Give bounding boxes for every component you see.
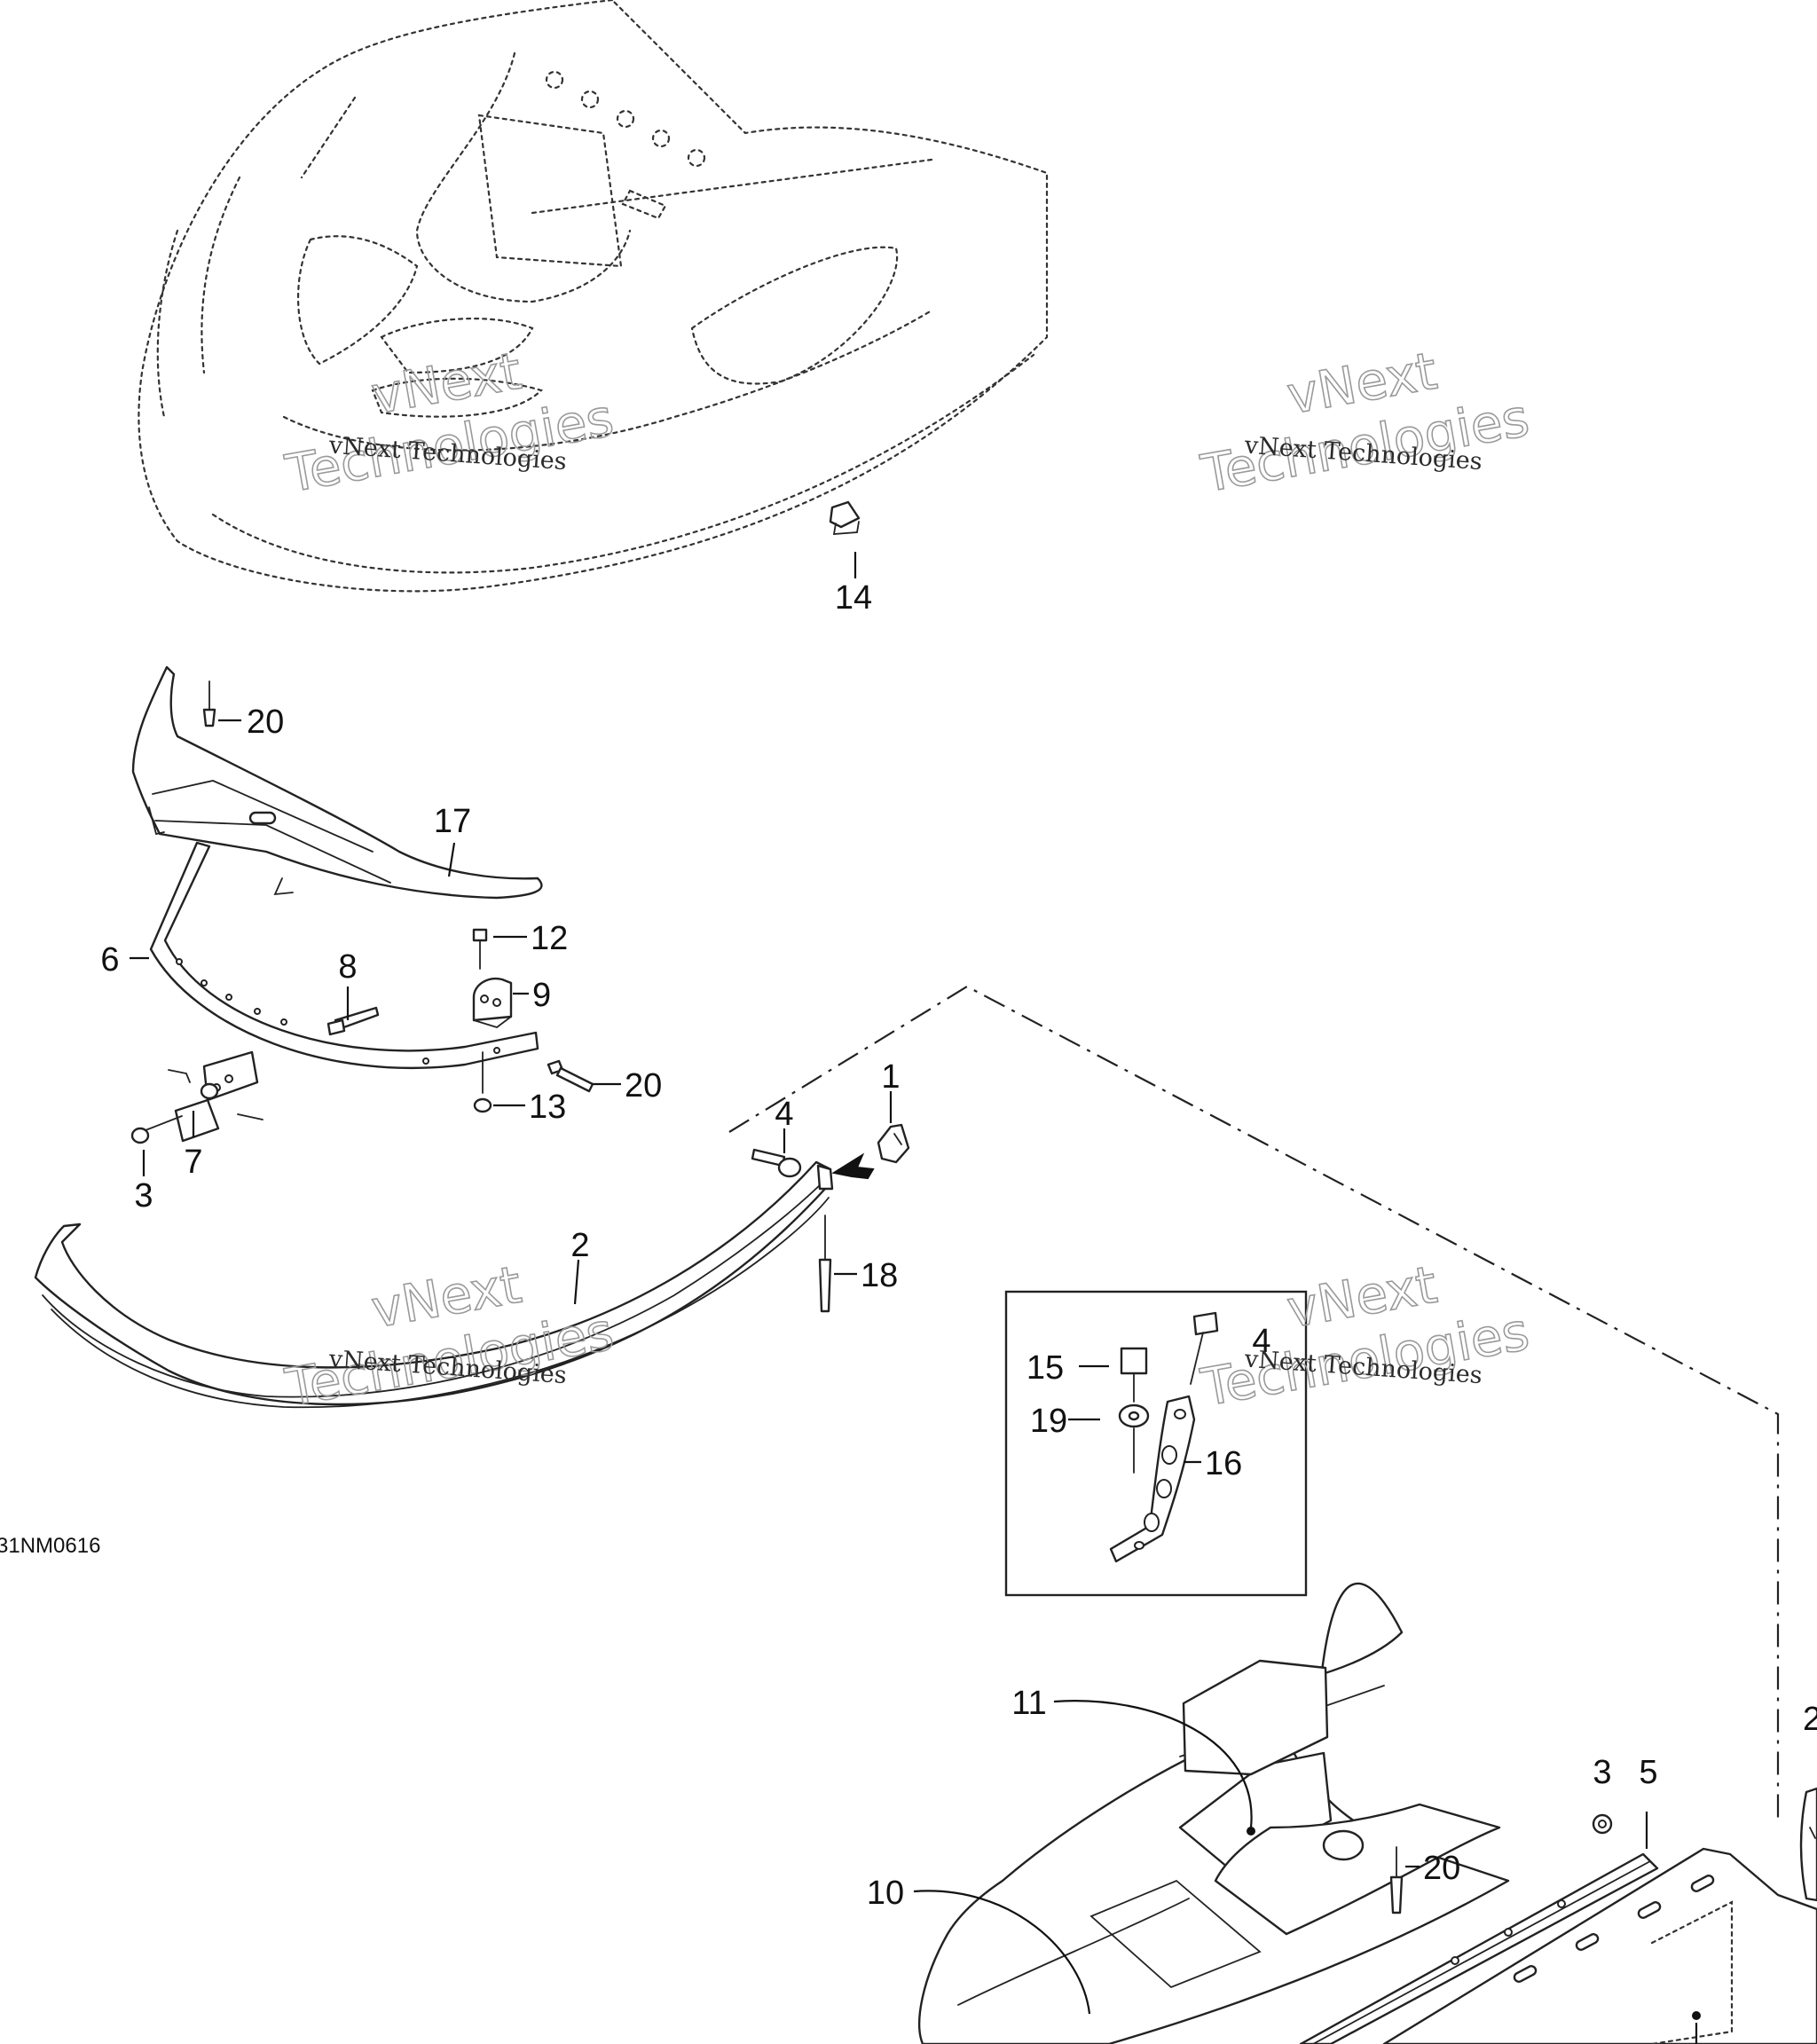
callout-labels: 14 20 17 6 8 12 9 20 13 7 3 1 4 2 18 15 … [0, 579, 1817, 1912]
callout-19: 19 [1030, 1403, 1067, 1440]
callout-18: 18 [861, 1257, 898, 1294]
bumper-2 [34, 1160, 834, 1409]
reference-code: 31NM0616 [0, 1534, 100, 1558]
arrow-indicator [831, 1152, 875, 1180]
nut-3-right [1592, 1813, 1613, 1835]
callout-20-mid: 20 [625, 1067, 662, 1105]
callout-11: 11 [1011, 1685, 1046, 1722]
callout-17: 17 [434, 803, 471, 840]
pin-20-bottom [1389, 1846, 1404, 1914]
watermark-mid-right: vNext Technologies vNext Technologies [1196, 1254, 1534, 1419]
callout-14: 14 [835, 579, 872, 617]
assembly-dash-line [728, 985, 1780, 1819]
callout-3-left: 3 [134, 1177, 153, 1215]
callout-12: 12 [531, 920, 568, 957]
callout-15: 15 [1026, 1349, 1064, 1387]
watermark-top-left: vNext Technologies vNext Technologies [280, 340, 618, 505]
clip-14 [829, 500, 861, 535]
clip-1 [877, 1123, 910, 1164]
rivet-8 [326, 1006, 380, 1036]
callout-10: 10 [867, 1875, 904, 1912]
bolt-12 [472, 928, 488, 970]
callout-4-top: 4 [775, 1096, 793, 1133]
support-17 [131, 665, 543, 900]
callout-8: 8 [338, 948, 357, 986]
bracket-9 [472, 977, 513, 1028]
callout-20-bottom: 20 [1423, 1850, 1460, 1887]
side-panel [1382, 1847, 1817, 2044]
callout-4-inset: 4 [1252, 1323, 1270, 1360]
bracket-7 [168, 1050, 264, 1143]
callout-6: 6 [100, 941, 119, 979]
callout-9: 9 [532, 977, 551, 1014]
callout-5: 5 [1639, 1754, 1657, 1791]
callout-16: 16 [1205, 1445, 1242, 1482]
nut-13 [473, 1051, 492, 1113]
callout-23: 23 [1803, 1701, 1817, 1738]
bolt-4-top [751, 1148, 802, 1178]
leader-lines [130, 552, 1701, 2044]
rivet-20-mid [547, 1059, 594, 1093]
callout-13: 13 [529, 1089, 566, 1126]
belly-pan-10-11 [918, 1582, 1510, 2044]
nut-3-left [130, 1115, 183, 1144]
callout-7: 7 [184, 1144, 202, 1181]
callout-20-top: 20 [247, 704, 284, 741]
part-23 [1799, 1787, 1817, 1902]
watermark-top-right: vNext Technologies vNext Technologies [1196, 340, 1534, 505]
hood-outline [138, 0, 1049, 593]
callout-3-right: 3 [1593, 1754, 1611, 1791]
detail-inset [1004, 1290, 1308, 1597]
pin-20-top [202, 680, 216, 727]
rail-5 [1299, 1852, 1659, 2044]
watermark-mid-left: vNext Technologies vNext Technologies [280, 1254, 618, 1419]
callout-2: 2 [570, 1227, 589, 1264]
pin-18 [818, 1215, 832, 1313]
bar-6 [149, 841, 539, 1070]
callout-1: 1 [881, 1058, 900, 1096]
